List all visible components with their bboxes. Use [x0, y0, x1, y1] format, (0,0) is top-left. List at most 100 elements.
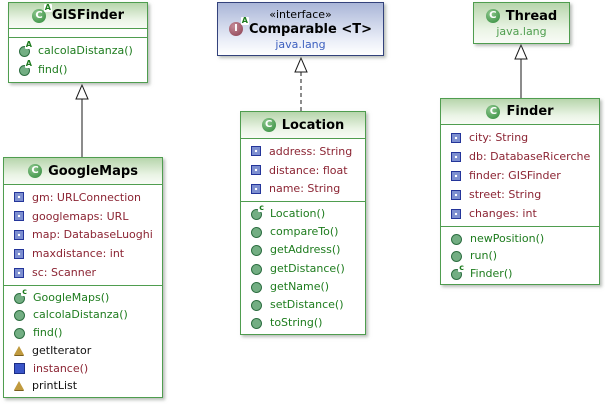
- method-row[interactable]: A calcolaDistanza(): [9, 41, 147, 57]
- static-method-icon: [14, 362, 25, 374]
- class-header: C GoogleMaps: [4, 158, 162, 185]
- field-label: map: DatabaseLuoghi: [32, 228, 153, 242]
- field-label: db: DatabaseRicerche: [469, 150, 591, 163]
- method-row[interactable]: compareTo(): [241, 225, 365, 239]
- field-label: googlemaps: URL: [32, 209, 129, 223]
- method-row[interactable]: getDistance(): [241, 262, 365, 275]
- realization-arrow-location-comparable[interactable]: [294, 56, 308, 111]
- class-header: C Finder: [441, 99, 599, 125]
- field-row[interactable]: db: DatabaseRicerche: [441, 150, 599, 163]
- field-icon: [14, 211, 24, 222]
- class-header: C Location: [241, 112, 365, 139]
- class-title: Location: [281, 117, 345, 133]
- class-title: Thread: [505, 8, 558, 24]
- method-label: find(): [33, 326, 63, 340]
- interface-header: «interface» I A Comparable <T> java.lang: [218, 3, 383, 55]
- class-title: GISFinder: [52, 8, 124, 23]
- method-label: getAddress(): [270, 243, 341, 257]
- field-row[interactable]: maxdistance: int: [4, 247, 162, 260]
- field-icon: [14, 267, 24, 278]
- interface-box-comparable[interactable]: «interface» I A Comparable <T> java.lang: [217, 2, 384, 56]
- method-label: Location(): [270, 207, 326, 221]
- field-row[interactable]: city: String: [441, 131, 599, 144]
- field-label: street: String: [469, 188, 542, 201]
- method-label: GoogleMaps(): [33, 290, 110, 304]
- field-row[interactable]: changes: int: [441, 207, 599, 220]
- method-label: find(): [38, 63, 68, 76]
- field-row[interactable]: map: DatabaseLuoghi: [4, 228, 162, 241]
- field-row[interactable]: street: String: [441, 188, 599, 201]
- field-label: sc: Scanner: [32, 266, 96, 280]
- field-label: maxdistance: int: [32, 247, 125, 261]
- method-row[interactable]: getIterator: [4, 344, 162, 357]
- class-icon: C: [28, 164, 43, 178]
- method-label: toString(): [270, 315, 323, 329]
- abstract-method-icon: A: [19, 60, 33, 76]
- fields-compartment: gm: URLConnection googlemaps: URL map: D…: [4, 185, 162, 285]
- method-row[interactable]: newPosition(): [441, 232, 599, 245]
- class-box-thread[interactable]: C Thread java.lang: [473, 2, 570, 44]
- method-row[interactable]: calcolaDistanza(): [4, 308, 162, 322]
- field-label: gm: URLConnection: [32, 190, 141, 204]
- public-method-icon: [451, 233, 462, 245]
- package-label: java.lang: [496, 24, 547, 38]
- method-row[interactable]: getName(): [241, 280, 365, 293]
- fields-compartment: [9, 29, 147, 37]
- method-label: getIterator: [32, 343, 92, 357]
- field-label: name: String: [269, 182, 341, 196]
- class-icon: C: [486, 104, 501, 119]
- method-label: calcolaDistanza(): [38, 44, 133, 57]
- method-row[interactable]: toString(): [241, 316, 365, 329]
- method-row[interactable]: c GoogleMaps(): [4, 287, 162, 304]
- generalization-arrow-finder-thread[interactable]: [514, 43, 528, 98]
- method-row[interactable]: c Location(): [241, 204, 365, 221]
- field-icon: [14, 229, 24, 240]
- method-row[interactable]: find(): [4, 326, 162, 340]
- field-icon: [451, 132, 461, 143]
- public-method-icon: [251, 281, 262, 293]
- package-method-icon: [14, 381, 24, 391]
- method-row[interactable]: setDistance(): [241, 298, 365, 311]
- method-row[interactable]: c Finder(): [441, 263, 599, 280]
- method-label: setDistance(): [270, 297, 344, 311]
- methods-compartment: newPosition() run() c Finder(): [441, 226, 599, 284]
- field-row[interactable]: gm: URLConnection: [4, 191, 162, 204]
- field-icon: [14, 192, 24, 203]
- interface-title: Comparable <T>: [248, 21, 373, 37]
- class-box-location[interactable]: C Location address: String distance: flo…: [240, 111, 366, 335]
- abstract-method-icon: A: [19, 41, 33, 57]
- field-row[interactable]: address: String: [241, 145, 365, 158]
- field-icon: [251, 165, 261, 175]
- class-box-gisfinder[interactable]: C A GISFinder A calcolaDistanza() A find…: [8, 2, 148, 83]
- method-label: compareTo(): [270, 225, 339, 239]
- field-row[interactable]: name: String: [241, 182, 365, 195]
- field-label: changes: int: [469, 207, 537, 220]
- field-icon: [251, 146, 261, 157]
- public-method-icon: [251, 317, 262, 329]
- field-label: city: String: [469, 131, 529, 144]
- constructor-icon: c: [14, 287, 28, 304]
- public-method-icon: [251, 299, 262, 311]
- field-row[interactable]: sc: Scanner: [4, 266, 162, 279]
- package-label: java.lang: [275, 37, 326, 51]
- field-row[interactable]: distance: float: [241, 164, 365, 177]
- method-row[interactable]: instance(): [4, 362, 162, 375]
- class-box-finder[interactable]: C Finder city: String db: DatabaseRicerc…: [440, 98, 600, 285]
- method-row[interactable]: printList: [4, 379, 162, 392]
- field-icon: [451, 208, 461, 219]
- fields-compartment: address: String distance: float name: St…: [241, 139, 365, 201]
- public-method-icon: [251, 226, 262, 239]
- generalization-arrow-googlemaps-gisfinder[interactable]: [75, 83, 89, 157]
- field-icon: [14, 248, 24, 259]
- methods-compartment: c GoogleMaps() calcolaDistanza() find() …: [4, 285, 162, 397]
- class-title: GoogleMaps: [48, 163, 138, 179]
- field-row[interactable]: googlemaps: URL: [4, 210, 162, 223]
- method-row[interactable]: getAddress(): [241, 243, 365, 257]
- method-row[interactable]: A find(): [9, 60, 147, 76]
- class-box-googlemaps[interactable]: C GoogleMaps gm: URLConnection googlemap…: [3, 157, 163, 398]
- field-label: address: String: [269, 144, 353, 158]
- method-row[interactable]: run(): [441, 249, 599, 262]
- field-row[interactable]: finder: GISFinder: [441, 169, 599, 182]
- method-label: getName(): [270, 279, 330, 293]
